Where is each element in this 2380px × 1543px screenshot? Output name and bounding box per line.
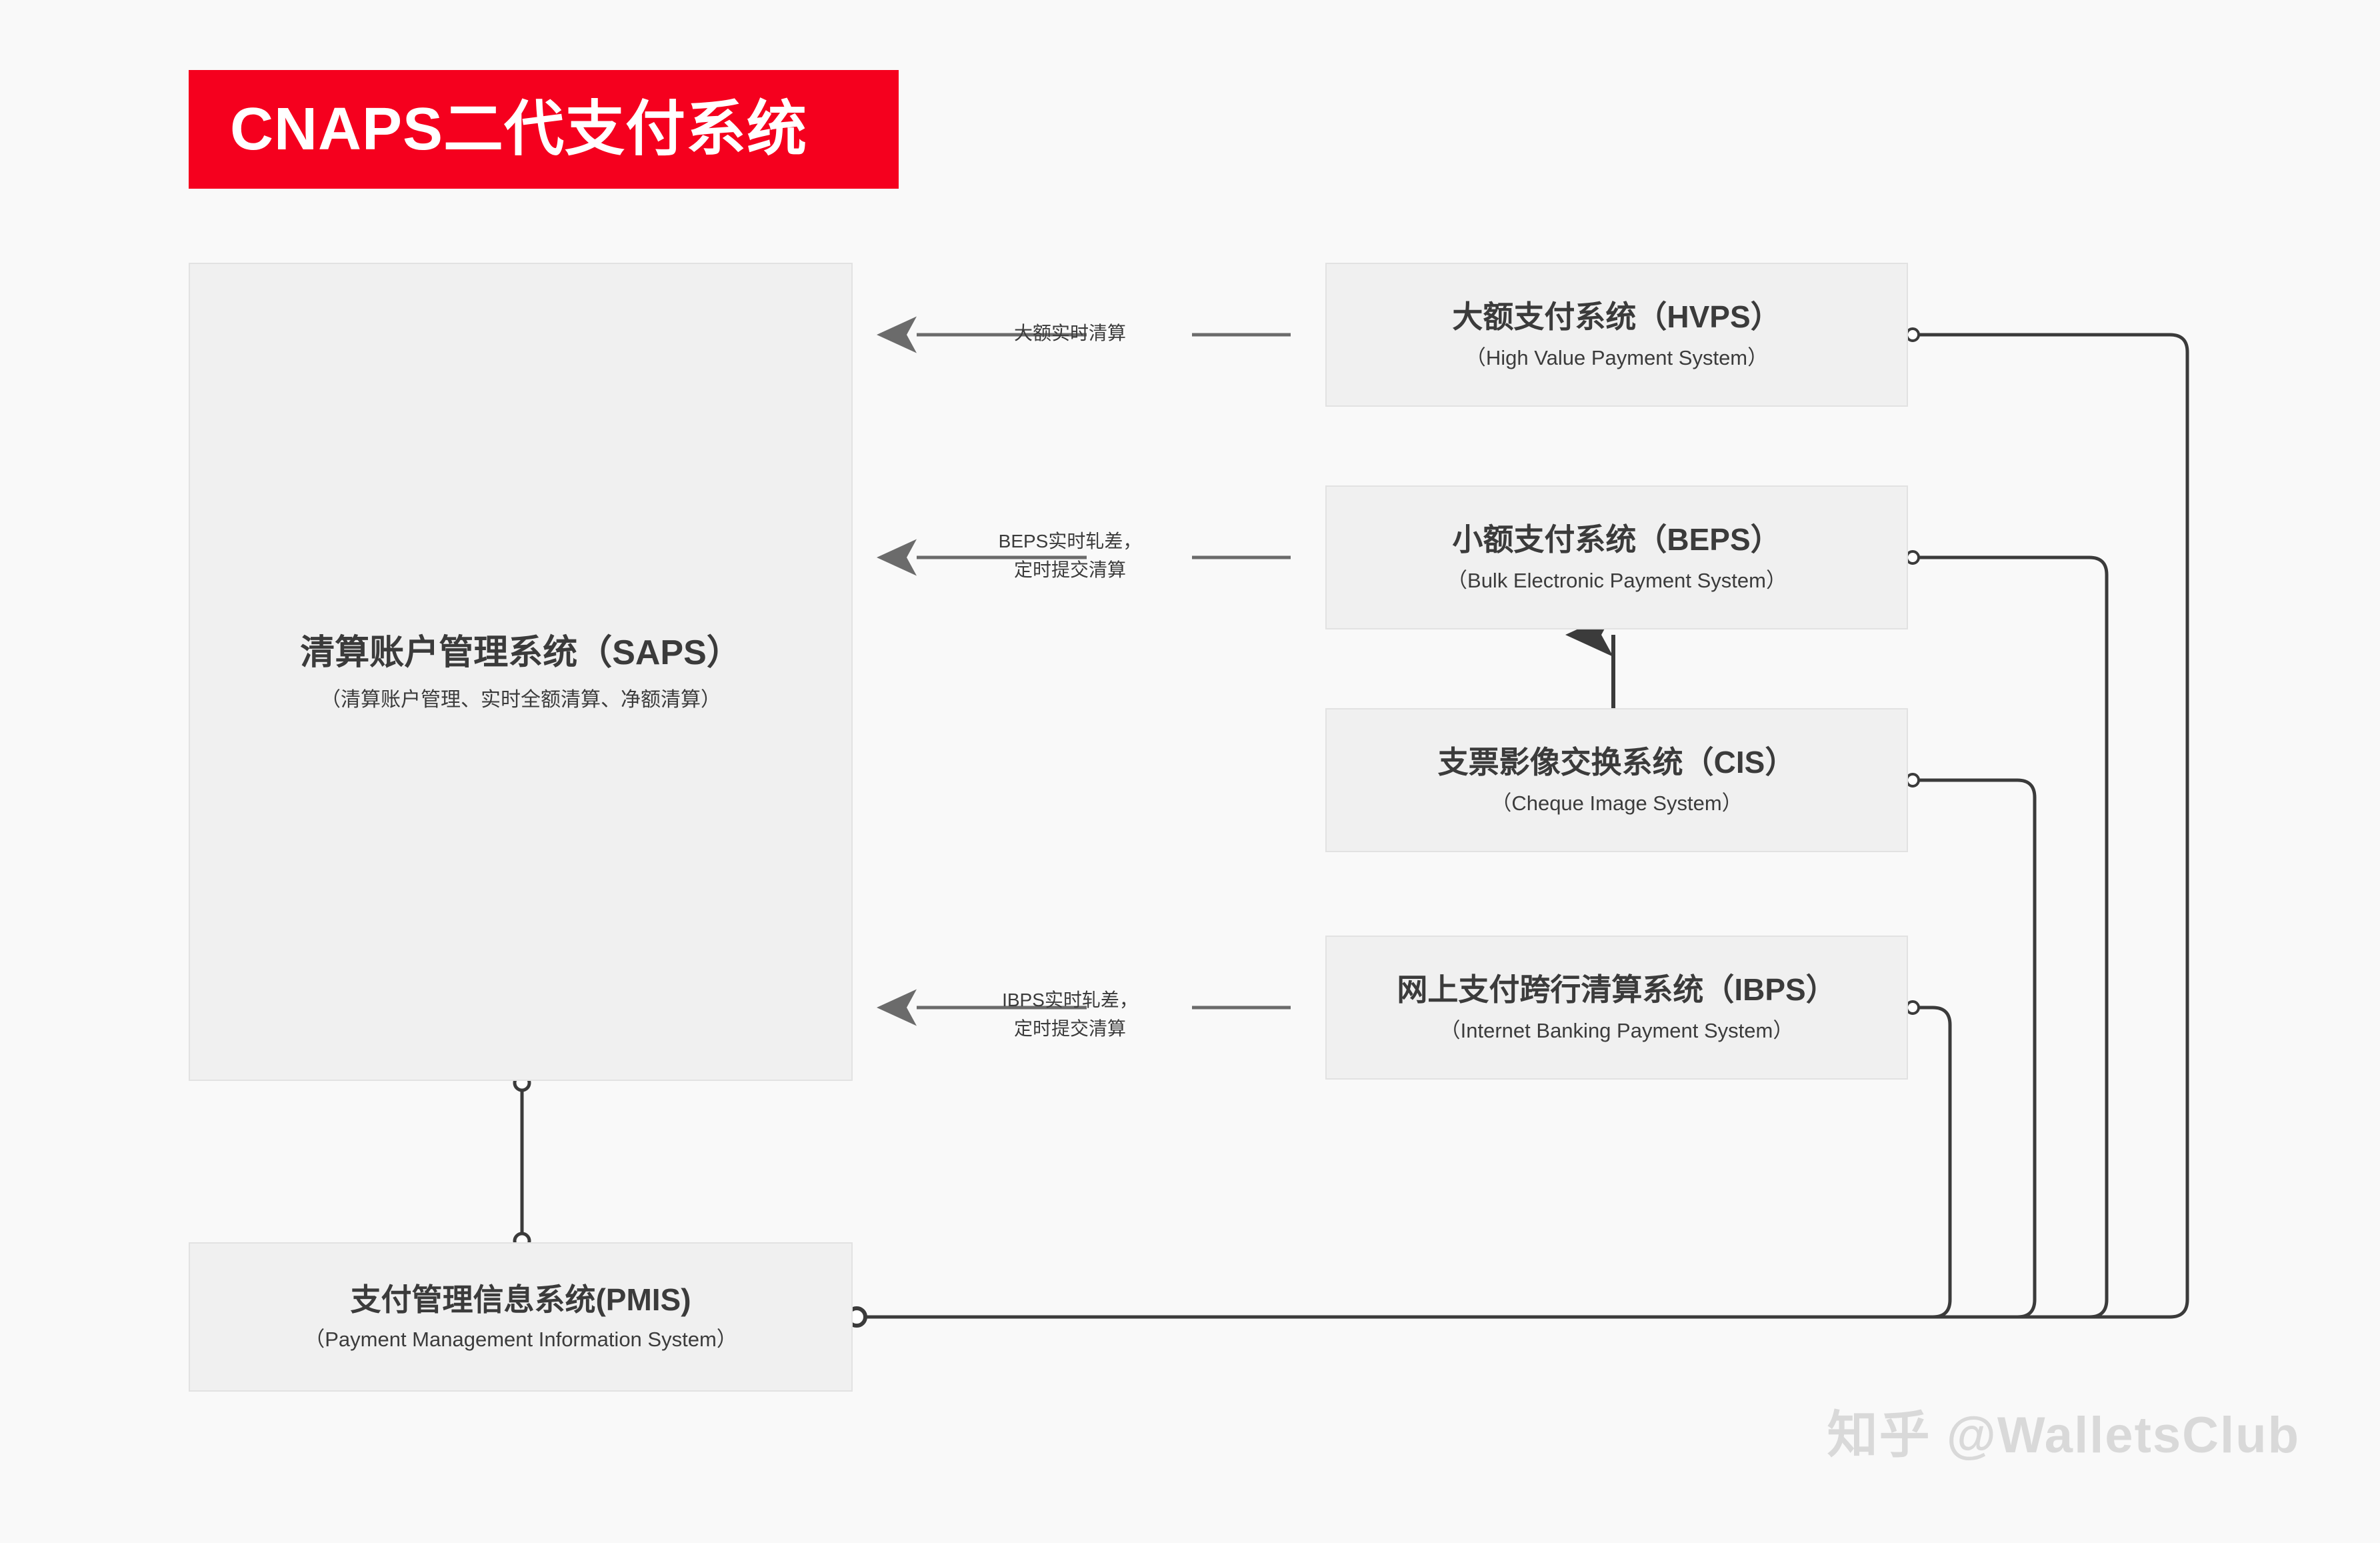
- node-pmis[interactable]: 支付管理信息系统(PMIS) （Payment Management Infor…: [189, 1242, 853, 1392]
- node-beps[interactable]: 小额支付系统（BEPS） （Bulk Electronic Payment Sy…: [1325, 485, 1908, 629]
- node-saps-title: 清算账户管理系统（SAPS）: [300, 633, 741, 672]
- node-cis-title: 支票影像交换系统（CIS）: [1437, 745, 1796, 780]
- node-pmis-title: 支付管理信息系统(PMIS): [350, 1282, 691, 1318]
- node-hvps[interactable]: 大额支付系统（HVPS） （High Value Payment System）: [1325, 263, 1908, 407]
- node-pmis-subtitle: （Payment Management Information System）: [304, 1327, 737, 1351]
- edge-label-ibps-to-saps: IBPS实时轧差， 定时提交清算: [970, 986, 1170, 1044]
- bus-line-ibps: [1915, 1006, 1952, 1319]
- connector-dot-ibps-right: [1905, 1000, 1920, 1015]
- watermark: 知乎 @WalletsClub: [1827, 1407, 2300, 1464]
- edge-saps-to-pmis: [513, 1074, 531, 1250]
- edge-label-ibps-line2: 定时提交清算: [1013, 1018, 1126, 1040]
- connector-dot-hvps-right: [1905, 327, 1920, 342]
- node-ibps-subtitle: （Internet Banking Payment System）: [1439, 1018, 1794, 1042]
- page-title: CNAPS二代支付系统: [230, 96, 808, 163]
- edge-label-beps-to-saps: BEPS实时轧差， 定时提交清算: [970, 527, 1170, 585]
- bus-line-beps: [1915, 555, 2109, 1319]
- node-hvps-subtitle: （High Value Payment System）: [1465, 345, 1769, 369]
- edge-label-beps-line1: BEPS实时轧差，: [998, 531, 1142, 551]
- node-cis[interactable]: 支票影像交换系统（CIS） （Cheque Image System）: [1325, 708, 1908, 852]
- connector-dot-cis-right: [1905, 773, 1920, 788]
- node-cis-subtitle: （Cheque Image System）: [1491, 791, 1743, 815]
- edge-label-hvps-line1: 大额实时清算: [1013, 323, 1126, 343]
- node-beps-subtitle: （Bulk Electronic Payment System）: [1447, 568, 1787, 592]
- node-ibps-title: 网上支付跨行清算系统（IBPS）: [1397, 972, 1837, 1008]
- bus-line-cis: [1915, 778, 2037, 1319]
- node-beps-title: 小额支付系统（BEPS）: [1452, 522, 1781, 557]
- connector-dot-beps-right: [1905, 550, 1920, 565]
- edge-label-beps-line2: 定时提交清算: [1013, 559, 1126, 581]
- edge-label-ibps-line1: IBPS实时轧差，: [1002, 990, 1138, 1010]
- edge-label-hvps-to-saps: 大额实时清算: [970, 319, 1170, 347]
- node-hvps-title: 大额支付系统（HVPS）: [1452, 299, 1781, 335]
- node-saps-subtitle: （清算账户管理、实时全额清算、净额清算）: [321, 688, 721, 711]
- node-ibps[interactable]: 网上支付跨行清算系统（IBPS） （Internet Banking Payme…: [1325, 936, 1908, 1080]
- title-banner: CNAPS二代支付系统: [189, 70, 899, 189]
- node-saps[interactable]: 清算账户管理系统（SAPS） （清算账户管理、实时全额清算、净额清算）: [189, 263, 853, 1081]
